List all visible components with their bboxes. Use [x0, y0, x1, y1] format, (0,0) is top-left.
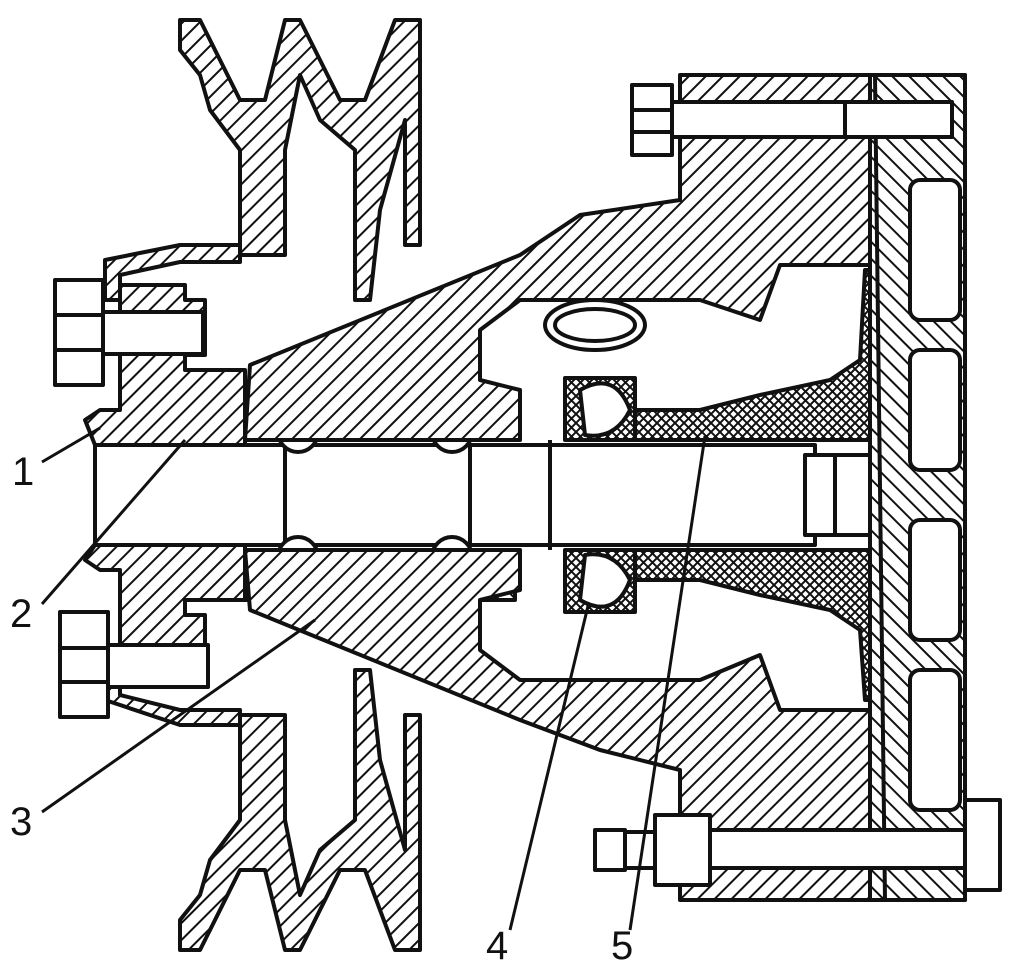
pulley-lower — [103, 668, 422, 952]
leader-3 — [41, 618, 316, 814]
callout-leaders — [40, 426, 707, 931]
bolt-lower-right — [593, 798, 1002, 892]
leader-2 — [40, 439, 187, 605]
bolt-upper-right — [630, 83, 954, 157]
leader-1 — [41, 426, 101, 464]
leader-5 — [628, 435, 707, 931]
pump-housing — [243, 73, 967, 902]
callout-2-label: 2 — [10, 592, 33, 636]
callout-4-label: 4 — [486, 924, 509, 968]
callout-5-label: 5 — [611, 924, 634, 968]
impeller — [633, 268, 887, 702]
bolt-upper-left — [53, 278, 205, 387]
pulley-upper — [103, 18, 422, 302]
callout-1-label: 1 — [12, 450, 35, 494]
rear-cover — [868, 73, 967, 902]
water-seal — [563, 376, 637, 614]
callout-3-label: 3 — [10, 800, 33, 844]
leader-4 — [508, 605, 590, 931]
bolt-lower-left — [58, 610, 210, 719]
pump-shaft — [93, 440, 877, 550]
